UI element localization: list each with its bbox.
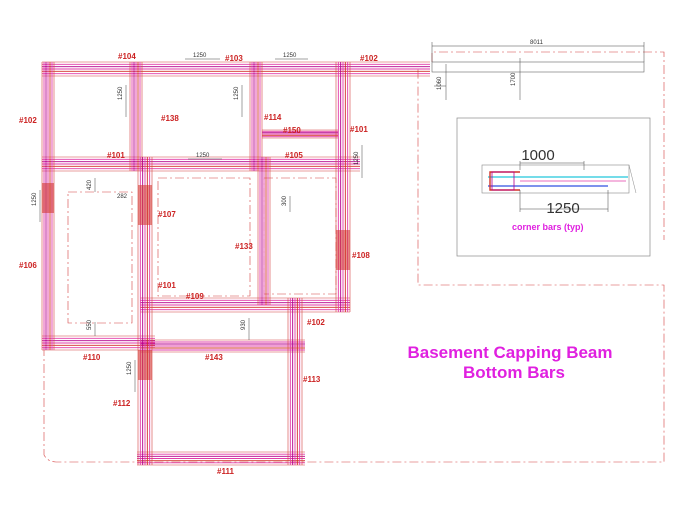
bar-label-138: #138: [161, 114, 179, 123]
dim-text-1250-h: 1250: [127, 361, 133, 375]
lap-zone-1: [138, 185, 152, 225]
corner-bars-detail: 1000 1250 corner bars (typ): [456, 117, 651, 257]
bar-label-102-left: #102: [19, 116, 37, 125]
extension-beam: [431, 42, 645, 100]
lap-zone-0: [42, 183, 54, 213]
bar-label-101-mid: #101: [107, 151, 125, 160]
bar-label-150: #150: [283, 126, 301, 135]
dimension-strings: [39, 58, 363, 392]
bar-label-102-bottom: #102: [307, 318, 325, 327]
bar-label-114: #114: [264, 113, 282, 122]
bar-label-102-top: #102: [360, 54, 378, 63]
dim-text-1250-c: 1250: [118, 86, 124, 100]
detail-hook: [491, 171, 515, 191]
bar-label-101-right: #101: [350, 125, 368, 134]
dim-text-1700: 1700: [511, 72, 517, 86]
lap-zone-2: [138, 350, 152, 380]
bar-label-106: #106: [19, 261, 37, 270]
bar-label-133: #133: [235, 242, 253, 251]
bar-label-110: #110: [83, 353, 101, 362]
dim-text-1250-b: 1250: [283, 53, 297, 59]
detail-beam-outline: [481, 164, 630, 194]
dim-text-420: 420: [87, 179, 93, 190]
bar-label-109: #109: [186, 292, 204, 301]
bar-label-143: #143: [205, 353, 223, 362]
bar-label-101-lower: #101: [158, 281, 176, 290]
drawing-title-line2: Bottom Bars: [463, 363, 565, 382]
beam-network: [41, 61, 430, 466]
bar-label-107: #107: [158, 210, 176, 219]
dim-text-1060: 1060: [437, 76, 443, 90]
dim-text-300: 300: [282, 195, 288, 206]
bar-label-104: #104: [118, 52, 136, 61]
dim-text-550: 550: [87, 319, 93, 330]
dim-text-282: 282: [117, 194, 128, 200]
dim-text-1250-f: 1250: [354, 151, 360, 165]
lap-zone-3: [336, 230, 350, 270]
detail-frame: [456, 117, 651, 257]
bar-label-111: #111: [217, 467, 234, 476]
dim-text-1250-g: 1250: [32, 192, 38, 206]
dimension-texts: 1250 1250 8011 1250 1250 1060 1700 1250 …: [32, 40, 544, 375]
bar-label-112: #112: [113, 399, 131, 408]
bar-label-103: #103: [225, 54, 243, 63]
bar-mark-labels: #104 #103 #102 #102 #138 #114 #150 #101 …: [19, 52, 378, 476]
detail-dim-bottom: 1250: [546, 200, 579, 217]
dim-text-930: 930: [241, 319, 247, 330]
bar-label-105: #105: [285, 151, 303, 160]
bar-label-108: #108: [352, 251, 370, 260]
detail-caption: corner bars (typ): [512, 222, 584, 232]
dim-text-8011: 8011: [530, 40, 544, 46]
dim-text-1250-a: 1250: [193, 53, 207, 59]
detail-dim-top: 1000: [521, 147, 554, 164]
bar-label-113: #113: [303, 375, 321, 384]
drawing-title-line1: Basement Capping Beam: [408, 343, 613, 362]
dim-text-1250-d: 1250: [234, 86, 240, 100]
dim-text-1250-e: 1250: [196, 153, 210, 159]
